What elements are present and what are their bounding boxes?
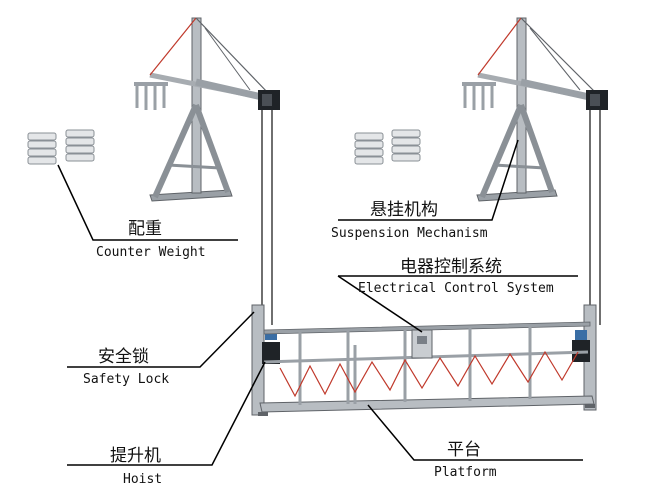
safety-lock-label-cn: 安全锁 [98,347,149,367]
counter-weight-label-en: Counter Weight [96,245,206,260]
leader-lines [57,139,583,466]
left-hoist-motor [262,342,280,364]
safety-lock-label-en: Safety Lock [83,372,170,387]
wire-ropes [261,110,601,325]
left-suspension-mechanism [134,17,280,202]
platform-label-cn: 平台 [447,440,481,460]
right-counterweights [354,129,421,165]
right-safety-lock [575,330,587,340]
left-counterweights [27,129,95,165]
right-suspension-mechanism [462,17,608,202]
electrical-label-en: Electrical Control System [358,281,554,296]
suspension-label-cn: 悬挂机构 [370,200,438,220]
hoist-label-cn: 提升机 [110,446,161,466]
platform [251,304,597,416]
platform-label-en: Platform [434,465,497,480]
counter-weight-label-cn: 配重 [128,219,162,239]
hoist-label-en: Hoist [123,472,163,487]
electrical-label-cn: 电器控制系统 [400,257,502,277]
suspension-label-en: Suspension Mechanism [331,226,488,241]
left-safety-lock [265,330,277,340]
